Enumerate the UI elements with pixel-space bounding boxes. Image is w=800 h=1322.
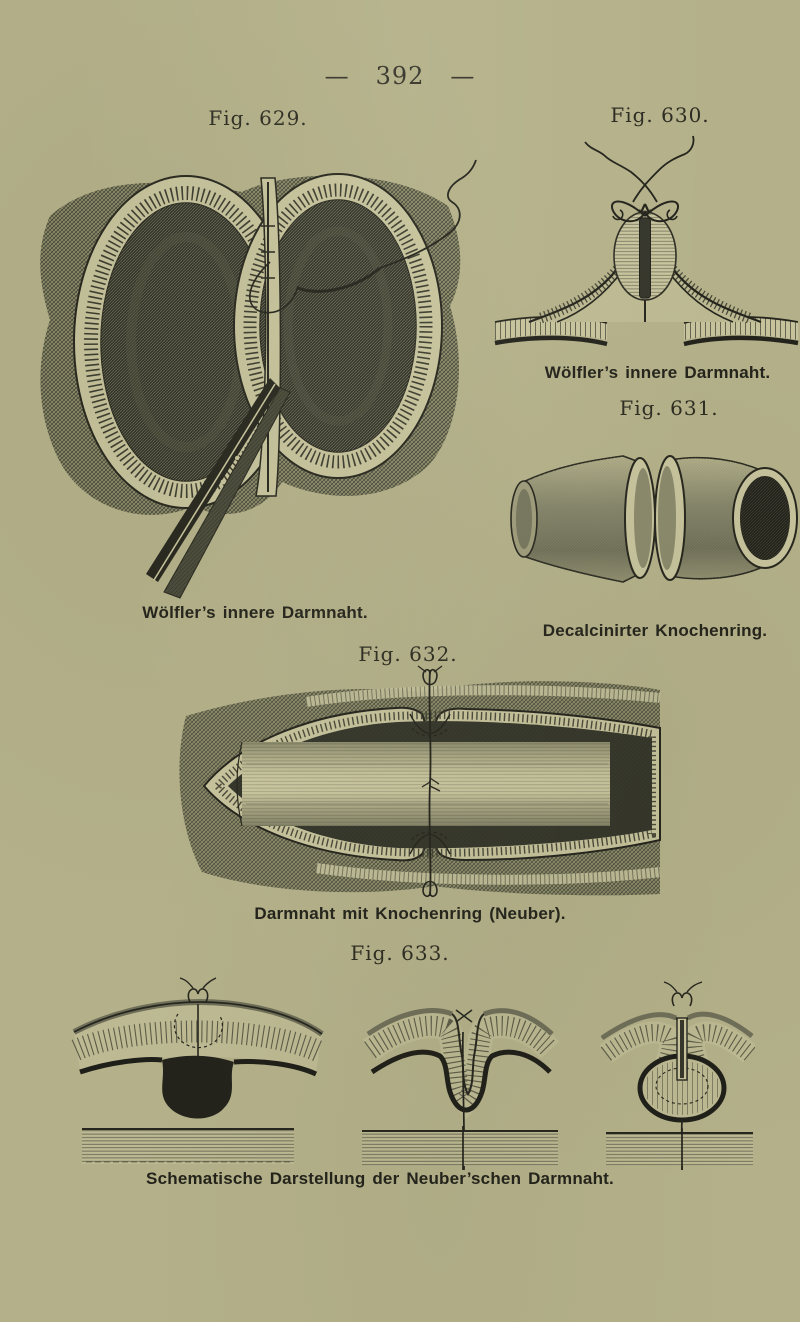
fig633-caption: Schematische Darstellung der Neuber’sche… [146,1169,614,1188]
right-bowel-end [233,173,443,479]
page-number: — 392 — [0,62,800,90]
page-number-value: 392 [375,62,425,90]
bowel-wall-base [494,315,799,347]
fig632-caption: Darmnaht mit Knochenring (Neuber). [254,904,566,923]
fig631-illustration [510,455,798,583]
lower-wall-band [606,1132,753,1166]
fused-inner-walls [613,211,677,322]
fig629-illustration [40,159,477,599]
fig632-illustration [179,665,661,898]
bone-ring-right-half [654,455,798,581]
fig629-label: Fig. 629. [208,106,308,130]
bone-ring-left-half [510,455,656,583]
central-suture [409,665,451,898]
fig630-label: Fig. 630. [610,103,710,127]
bone-ring-cylinder [236,741,610,827]
lower-wall-band [82,1128,294,1164]
fig633-label: Fig. 633. [350,941,450,965]
fig631-label: Fig. 631. [619,396,719,420]
fig633-illustration [71,977,755,1171]
suture-thread [249,159,477,314]
page-number-dash-left: — [324,62,350,90]
fig630-illustration [494,135,799,347]
page-number-dash-right: — [450,62,476,90]
fig632-label: Fig. 632. [358,642,458,666]
schematic-stage-2 [362,1008,560,1171]
serosa-surface-band [305,685,661,885]
forceps [146,378,291,599]
schematic-stage-1 [71,977,325,1164]
fig629-caption: Wölfler’s innere Darmnaht. [142,603,368,622]
fig630-caption: Wölfler’s innere Darmnaht. [544,363,771,382]
lower-wall-band [362,1130,558,1166]
schematic-stage-3 [599,981,755,1171]
fig631-caption: Decalcinirter Knochenring. [542,621,768,640]
ligature-thread [584,135,695,223]
